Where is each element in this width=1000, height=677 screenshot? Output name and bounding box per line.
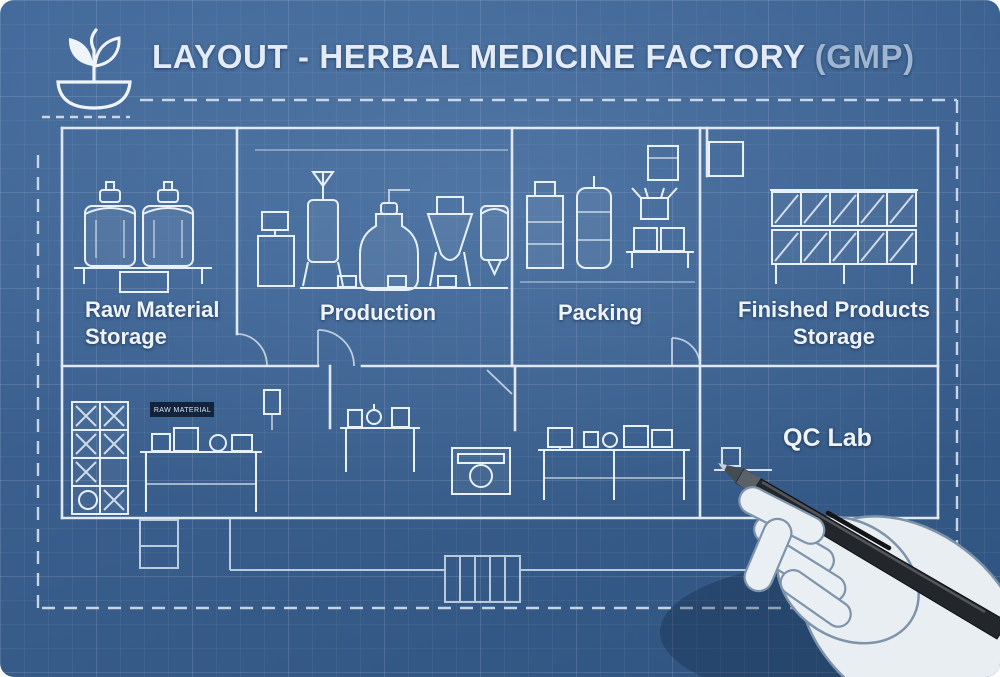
- room-label-qc-lab: QC Lab: [783, 424, 872, 452]
- herb-bowl-icon: [56, 28, 132, 110]
- hand-illustration: [718, 463, 1000, 677]
- page-title-gmp: (GMP): [814, 38, 915, 75]
- dashed-boundary: [36, 98, 959, 610]
- production-equipment: [257, 171, 509, 291]
- room-label-raw-material-storage: Raw Material Storage: [85, 297, 220, 349]
- door-arcs: [236, 329, 701, 395]
- room-label-finished-products-storage: Finished Products Storage: [738, 297, 930, 349]
- lower-corridor-and-stairs: [139, 518, 761, 603]
- counter-tag-label: RAW MATERIAL: [153, 407, 212, 414]
- page-title: LAYOUT - HERBAL MEDICINE FACTORY(GMP): [152, 38, 915, 76]
- packing-equipment: [526, 141, 744, 269]
- interior-lines: [255, 149, 760, 519]
- finished-products-rack: [770, 189, 918, 284]
- room-label-production: Production: [320, 300, 437, 325]
- raw-material-tanks: [74, 181, 212, 293]
- thumb: [743, 517, 793, 593]
- page-title-main: LAYOUT - HERBAL MEDICINE FACTORY: [152, 38, 806, 75]
- room-label-packing: Packing: [558, 300, 643, 325]
- lower-middle-benches: [340, 404, 690, 500]
- lower-left-shelf-counter: [71, 389, 281, 515]
